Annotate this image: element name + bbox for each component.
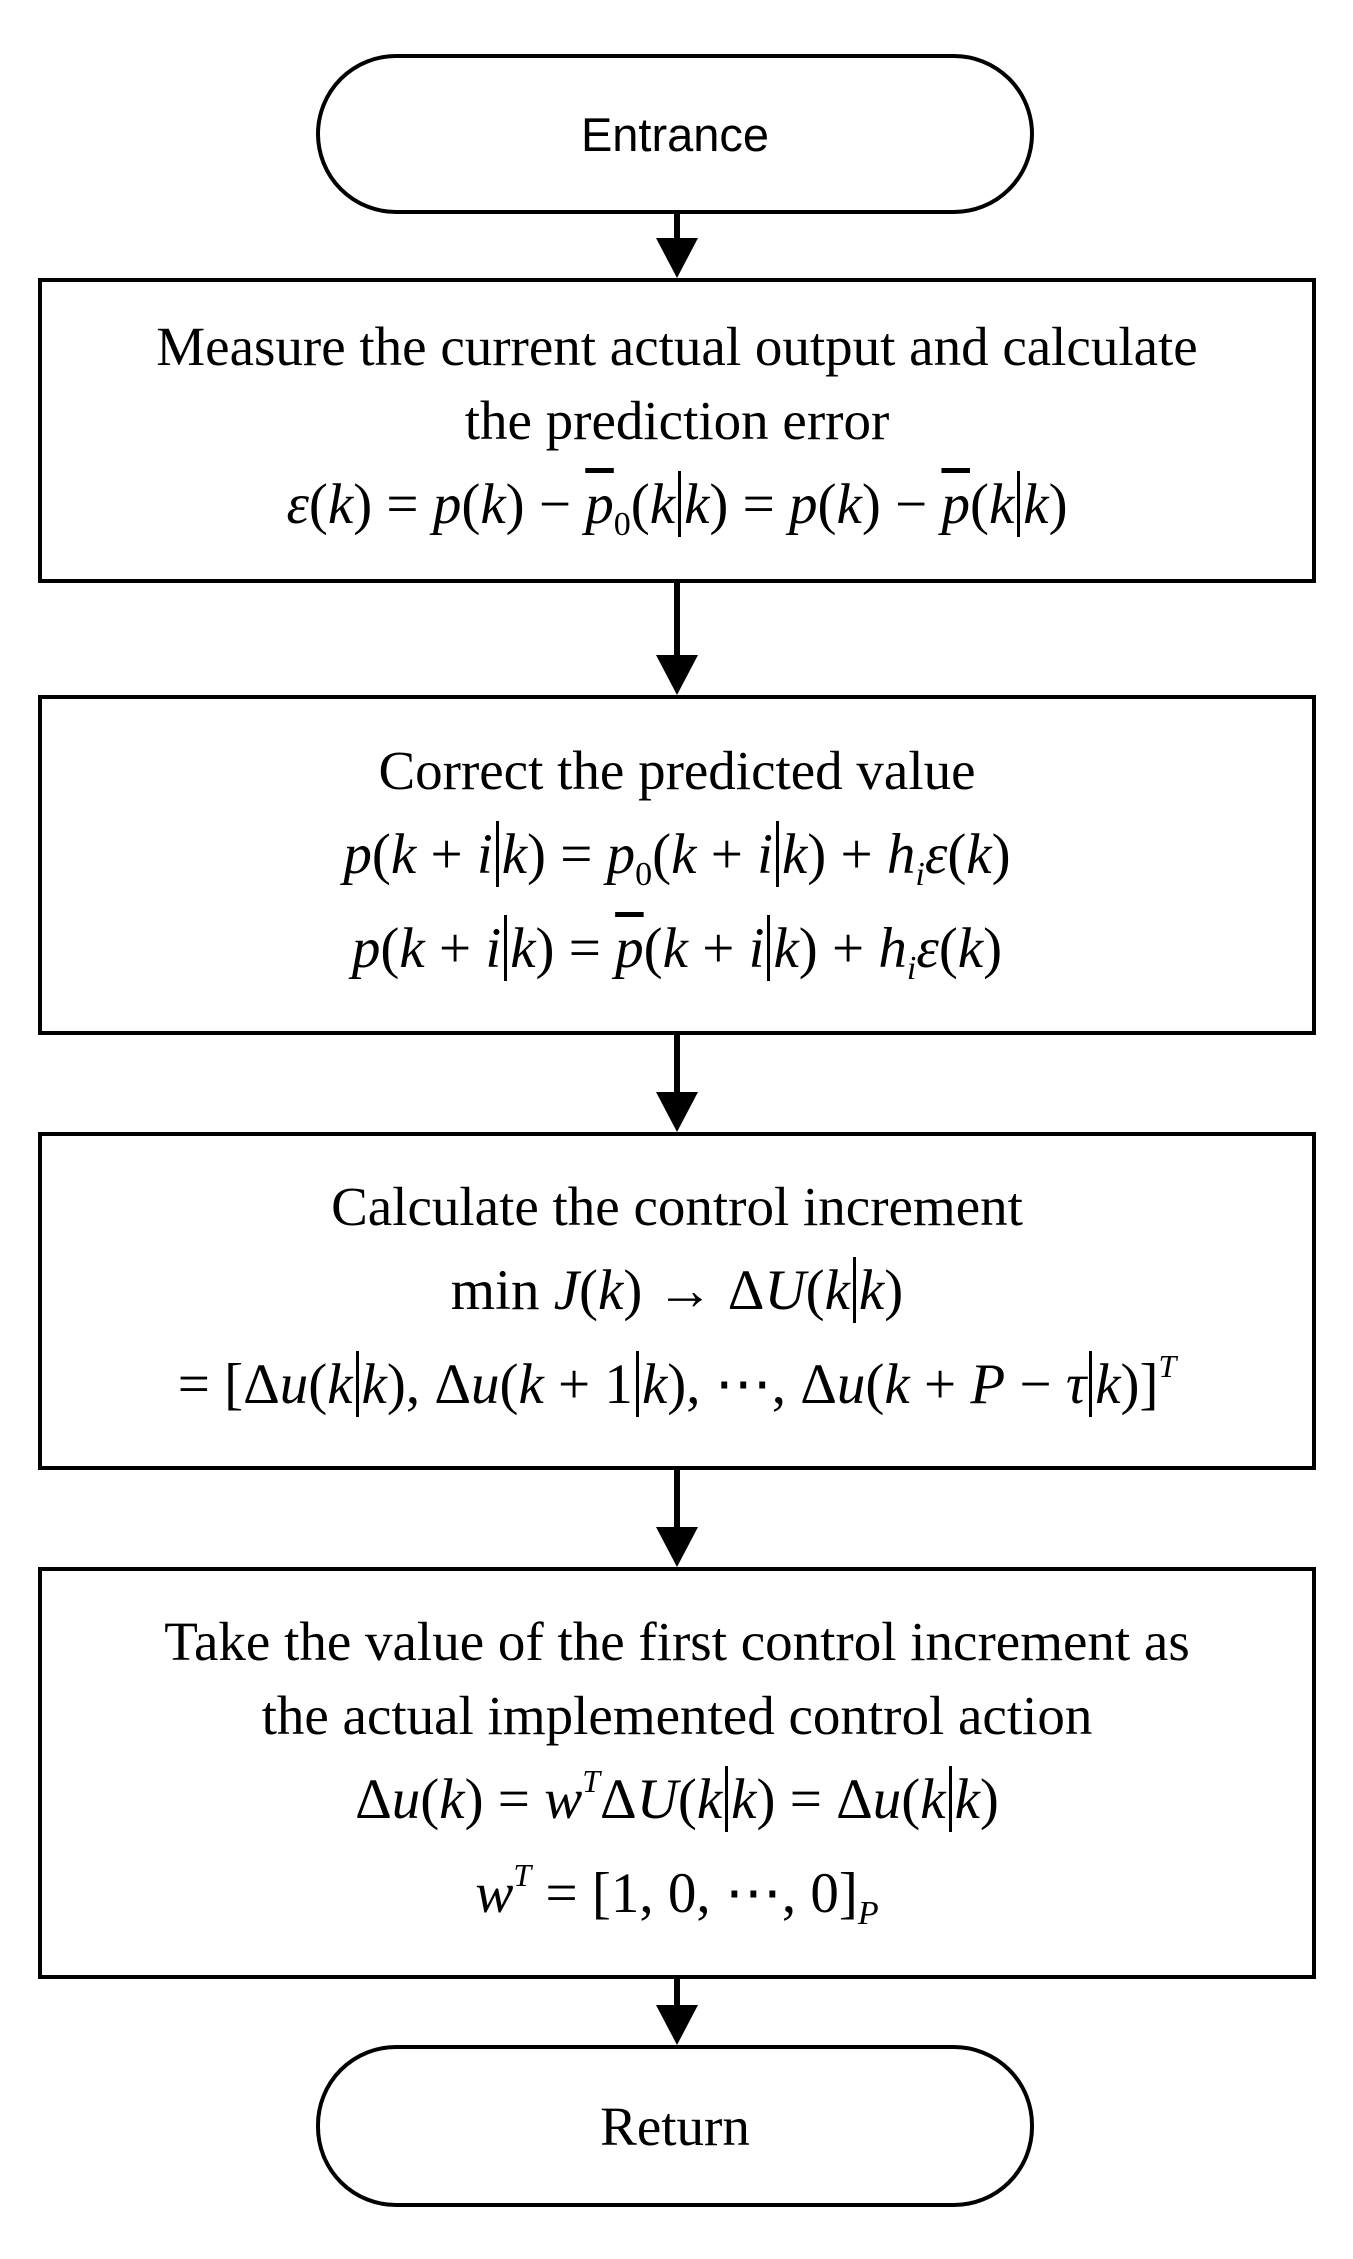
step-2-line-1: Correct the predicted value bbox=[378, 740, 976, 801]
flow-arrow bbox=[656, 214, 698, 278]
step-3-line-1: Calculate the control increment bbox=[331, 1176, 1023, 1237]
flow-arrow bbox=[656, 583, 698, 695]
start-terminal: Entrance bbox=[316, 54, 1034, 214]
end-terminal: Return bbox=[316, 2045, 1034, 2207]
step-4-line-2: the actual implemented control action bbox=[261, 1685, 1093, 1746]
step-measure-error: Measure the current actual output and ca… bbox=[38, 278, 1316, 583]
step-1-line-2: the prediction error bbox=[464, 389, 890, 451]
flow-arrow bbox=[656, 1979, 698, 2045]
end-label: Return bbox=[600, 2095, 750, 2157]
step-apply-control-action: Take the value of the first control incr… bbox=[38, 1567, 1316, 1979]
step-4-line-1: Take the value of the first control incr… bbox=[164, 1611, 1190, 1672]
flow-arrow bbox=[656, 1470, 698, 1567]
step-control-increment: Calculate the control increment min J(k)… bbox=[38, 1132, 1316, 1470]
step-1-line-1: Measure the current actual output and ca… bbox=[156, 315, 1198, 377]
flow-arrow bbox=[656, 1035, 698, 1132]
start-label: Entrance bbox=[580, 107, 770, 161]
selection-vector-equation: wT = [1, 0, ⋯, 0]P bbox=[475, 1857, 879, 1932]
